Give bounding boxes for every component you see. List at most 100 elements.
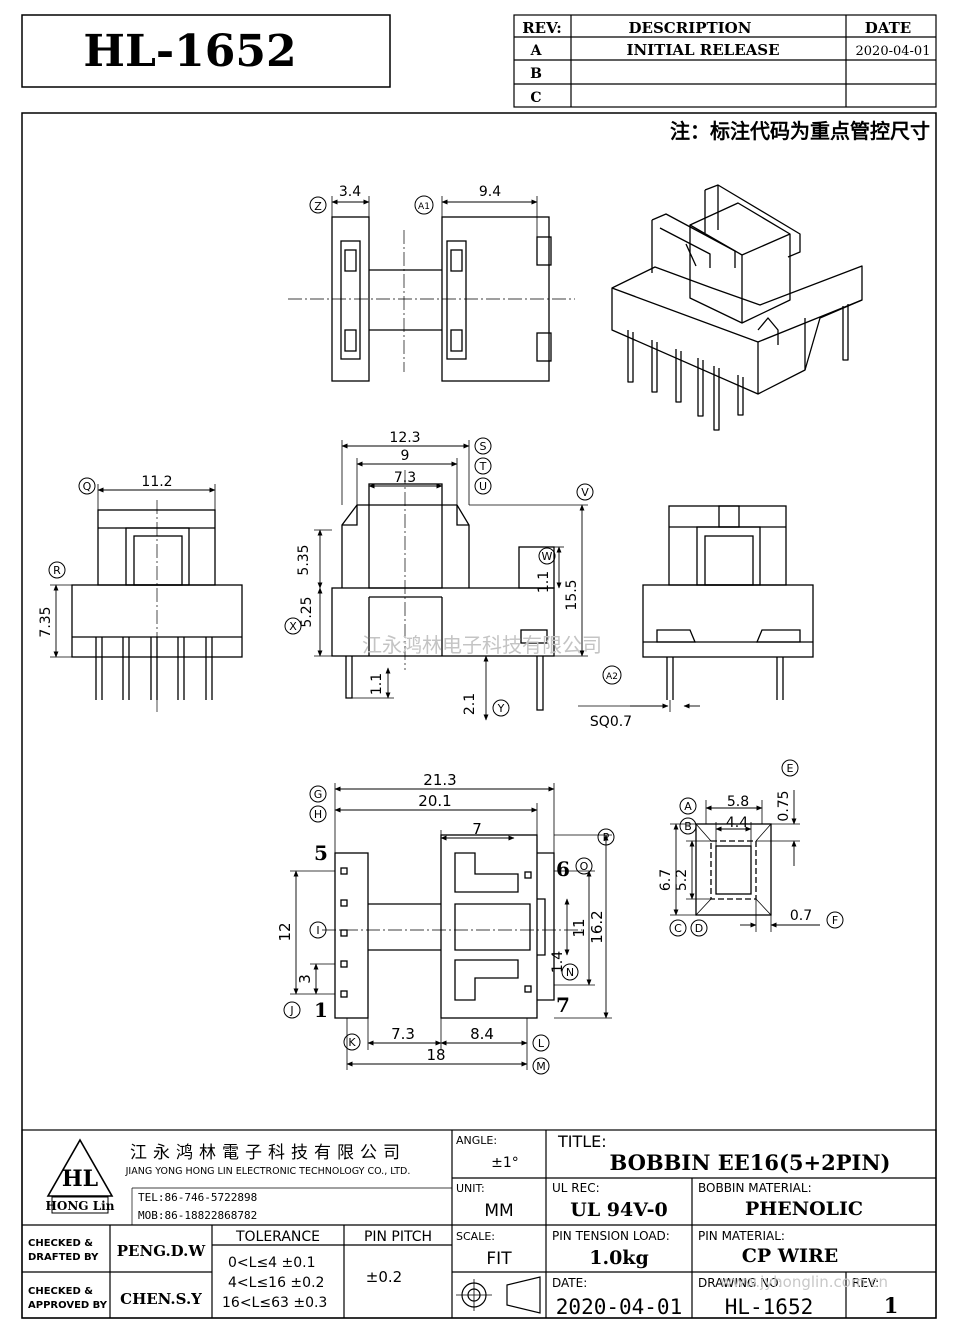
pin-tension-value: 1.0kg xyxy=(589,1247,649,1269)
rev-row-a-date: 2020-04-01 xyxy=(856,44,931,59)
tolerance-label: TOLERANCE xyxy=(235,1229,320,1245)
checked-drafted-value: PENG.D.W xyxy=(117,1242,207,1260)
dim-4-4: 4.4 xyxy=(726,815,748,831)
dim-1-4: 1.4 xyxy=(550,951,566,973)
dim-sq0-7: SQ0.7 xyxy=(590,714,632,730)
unit-label: UNIT: xyxy=(456,1182,485,1195)
label-e: E xyxy=(787,762,794,775)
label-a: A xyxy=(684,800,692,813)
side-view-right xyxy=(642,505,814,712)
checked-drafted-label-1: CHECKED & xyxy=(28,1238,93,1249)
dim-9: 9 xyxy=(401,448,410,464)
label-m: M xyxy=(536,1060,546,1073)
logo-mark: HL xyxy=(62,1166,98,1192)
dim-18: 18 xyxy=(426,1046,445,1064)
part-number: HL-1652 xyxy=(83,26,296,77)
title-value: BOBBIN EE16(5+2PIN) xyxy=(610,1150,891,1175)
label-n: N xyxy=(566,966,574,979)
dim-5-2: 5.2 xyxy=(674,869,690,891)
label-p: P xyxy=(603,831,610,844)
projection-symbol xyxy=(456,1276,541,1314)
label-l: L xyxy=(538,1037,545,1050)
dim-3: 3 xyxy=(296,974,314,984)
label-w: W xyxy=(542,550,553,563)
label-a1: A1 xyxy=(418,202,430,212)
rev-header-date: DATE xyxy=(865,19,911,37)
ul-value: UL 94V-0 xyxy=(570,1199,667,1221)
label-a1-circle xyxy=(414,195,434,215)
dim-z: 3.4 xyxy=(339,184,361,200)
bobbin-material-label: BOBBIN MATERIAL: xyxy=(698,1181,812,1195)
dim-7-3: 7.3 xyxy=(394,470,416,486)
checked-approved-label-1: CHECKED & xyxy=(28,1286,93,1297)
label-q-circle xyxy=(78,477,96,495)
label-g: G xyxy=(314,788,323,801)
drawing-no-label: DRAWING NO: xyxy=(698,1276,782,1290)
checked-drafted-label-2: DRAFTED BY xyxy=(28,1252,99,1263)
dim-2-1: 2.1 xyxy=(462,693,478,715)
bottom-labels xyxy=(283,785,615,1075)
title-block-grid xyxy=(21,1129,937,1319)
pin-pitch-label: PIN PITCH xyxy=(364,1229,432,1245)
rev-row-a-rev: A xyxy=(530,43,543,59)
company-tel: TEL:86-746-5722898 xyxy=(138,1191,257,1204)
dim-7: 7 xyxy=(472,820,482,838)
label-o: O xyxy=(580,860,589,873)
revision-table xyxy=(513,14,937,108)
dim-15-5: 15.5 xyxy=(564,579,580,610)
label-y: Y xyxy=(497,702,505,715)
unit-value: MM xyxy=(484,1201,513,1221)
label-b: B xyxy=(684,820,692,833)
dim-12-3: 12.3 xyxy=(389,430,420,446)
label-d: D xyxy=(695,922,703,935)
date-label: DATE: xyxy=(552,1276,587,1290)
pin-tension-label: PIN TENSION LOAD: xyxy=(552,1229,670,1243)
rev-header-description: DESCRIPTION xyxy=(629,19,752,37)
company-name-en: JIANG YONG HONG LIN ELECTRONIC TECHNOLOG… xyxy=(125,1166,411,1177)
label-q: Q xyxy=(83,480,92,493)
top-view xyxy=(331,196,552,382)
label-a2: A2 xyxy=(606,672,618,682)
dim-1-1-a: 1.1 xyxy=(536,571,552,593)
angle-label: ANGLE: xyxy=(456,1134,497,1147)
pin-material-value: CP WIRE xyxy=(742,1245,839,1267)
pin-material-label: PIN MATERIAL: xyxy=(698,1229,785,1243)
part-number-box xyxy=(21,14,391,88)
label-h: H xyxy=(314,808,322,821)
dim-11-2: 11.2 xyxy=(141,474,172,490)
front-view xyxy=(314,440,700,721)
label-c: C xyxy=(674,922,682,935)
dim-16-2: 16.2 xyxy=(588,910,606,943)
checked-approved-value: CHEN.S.Y xyxy=(120,1290,202,1308)
drawing-no-value: HL-1652 xyxy=(725,1295,814,1319)
dim-5-8: 5.8 xyxy=(727,794,749,810)
dim-5-25: 5.25 xyxy=(299,596,315,627)
company-mob: MOB:86-18822868782 xyxy=(138,1209,257,1222)
dim-7-3-bottom: 7.3 xyxy=(391,1025,415,1043)
bottom-view xyxy=(290,783,612,1070)
tolerance-row-1: 0<L≤4 ±0.1 xyxy=(228,1255,316,1271)
pin-7: 7 xyxy=(556,993,570,1017)
dim-8-4: 8.4 xyxy=(470,1025,494,1043)
rev-row-a-description: INITIAL RELEASE xyxy=(626,41,779,59)
label-t: T xyxy=(479,460,487,473)
label-x: X xyxy=(289,620,297,633)
pin-5: 5 xyxy=(314,841,328,865)
angle-value: ±1° xyxy=(491,1155,519,1171)
pin-pitch-value: ±0.2 xyxy=(366,1268,402,1286)
dim-6-7: 6.7 xyxy=(658,869,674,891)
bobbin-material-value: PHENOLIC xyxy=(745,1198,863,1220)
dim-0-7: 0.7 xyxy=(790,908,812,924)
rev-row-c-rev: C xyxy=(530,90,541,106)
rev-label: REV: xyxy=(852,1276,879,1290)
label-u: U xyxy=(479,480,487,493)
label-v: V xyxy=(581,486,589,499)
core-section-view xyxy=(670,790,820,932)
pin-1: 1 xyxy=(314,998,328,1022)
rev-row-b-rev: B xyxy=(530,66,542,82)
dim-5-35: 5.35 xyxy=(296,544,312,575)
label-k: K xyxy=(348,1036,356,1049)
note-text: 注：标注代码为重点管控尺寸 xyxy=(670,119,930,143)
